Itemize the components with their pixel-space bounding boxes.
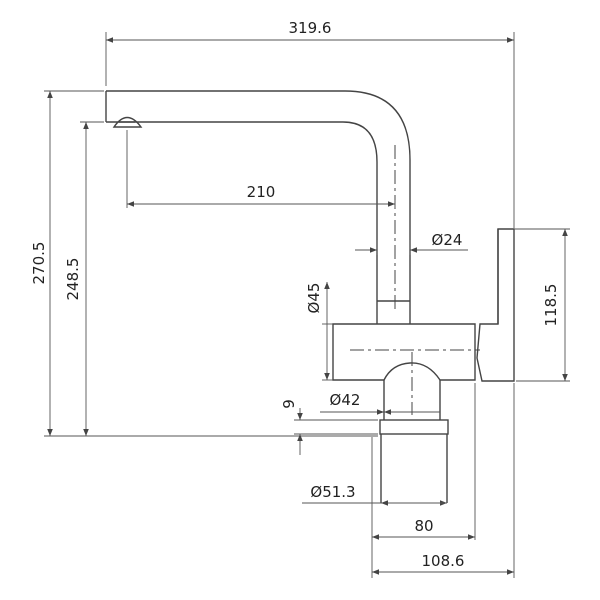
label-body-depth: 108.6 bbox=[422, 552, 465, 570]
label-spout-diameter: Ø24 bbox=[432, 231, 463, 249]
faucet-outline bbox=[105, 90, 515, 503]
label-lever-height: 118.5 bbox=[542, 284, 560, 327]
label-plate-thickness: 9 bbox=[280, 399, 298, 409]
label-base-to-lever: 80 bbox=[414, 517, 433, 535]
aerator bbox=[112, 116, 143, 128]
shank bbox=[380, 434, 448, 503]
base-plate bbox=[379, 419, 449, 435]
spout-outer-edge bbox=[106, 90, 411, 324]
lever-handle bbox=[476, 228, 515, 382]
label-shank-diameter: Ø51.3 bbox=[310, 483, 355, 501]
label-body-diameter: Ø45 bbox=[305, 283, 323, 314]
main-body bbox=[332, 323, 476, 381]
label-spout-reach: 210 bbox=[247, 183, 276, 201]
spout-inner-edge bbox=[106, 121, 378, 324]
label-total-height: 270.5 bbox=[30, 242, 48, 285]
label-neck-diameter: Ø42 bbox=[330, 391, 361, 409]
center-lines bbox=[350, 145, 480, 415]
dimension-labels: 319.6 270.5 248.5 210 Ø24 Ø45 118.5 Ø42 … bbox=[30, 19, 560, 570]
label-spout-height: 248.5 bbox=[64, 258, 82, 301]
dimension-lines bbox=[47, 37, 568, 575]
label-overall-width: 319.6 bbox=[289, 19, 332, 37]
